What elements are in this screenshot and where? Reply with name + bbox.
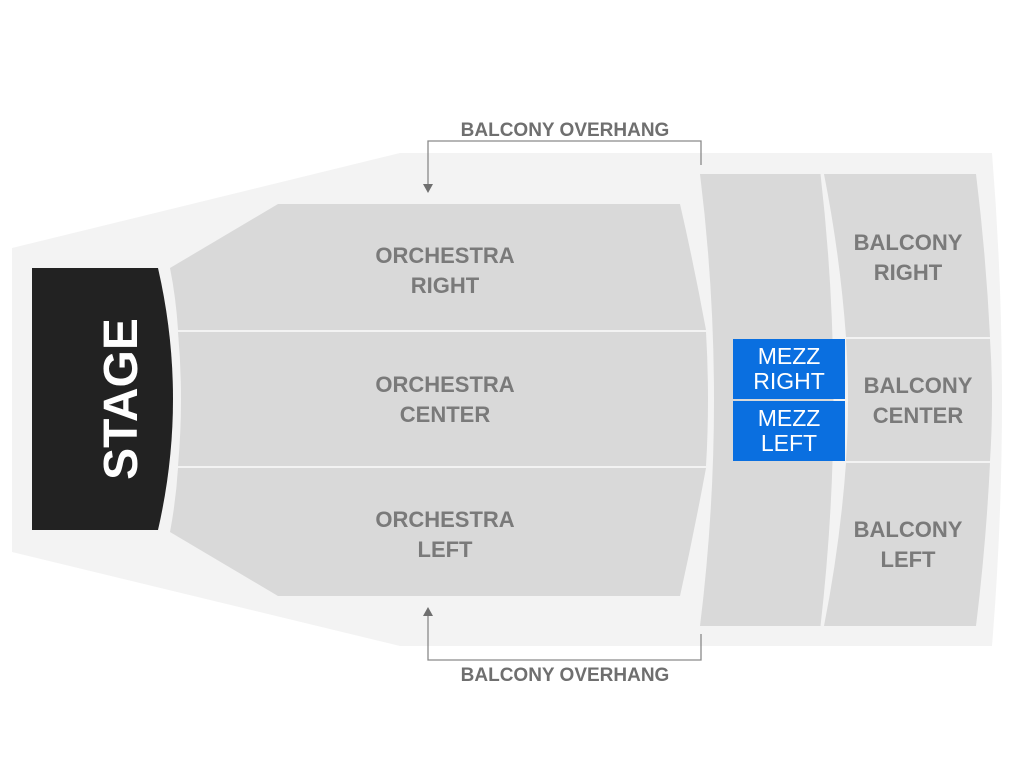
section-orchestra-right-label-1: ORCHESTRA [375, 243, 514, 268]
stage: STAGE [32, 268, 173, 530]
section-orchestra-center-shape[interactable] [178, 332, 708, 466]
section-balcony-center[interactable]: BALCONY CENTER [846, 339, 992, 461]
section-balcony-left-label-1: BALCONY [854, 517, 963, 542]
balcony-overhang-top: BALCONY OVERHANG [423, 120, 702, 193]
section-balcony-left[interactable]: BALCONY LEFT [824, 463, 990, 626]
section-balcony-center-shape[interactable] [846, 339, 992, 461]
section-mezz-left-shape[interactable] [733, 401, 845, 461]
balcony-overhang-top-bracket [427, 140, 702, 186]
section-orchestra-left-label-2: LEFT [418, 537, 474, 562]
section-mezz-left-label-2: LEFT [761, 430, 817, 456]
section-balcony-right-label-2: RIGHT [874, 260, 943, 285]
balcony-overhang-top-label: BALCONY OVERHANG [461, 120, 670, 141]
section-mezz-right-shape[interactable] [733, 339, 845, 399]
section-balcony-center-label-1: BALCONY [864, 373, 973, 398]
section-mezz-right-label-1: MEZZ [758, 343, 821, 369]
section-mezz-left-label-1: MEZZ [758, 405, 821, 431]
arrow-down-icon [423, 184, 433, 193]
section-orchestra-center-label-1: ORCHESTRA [375, 372, 514, 397]
section-orchestra-right[interactable]: ORCHESTRA RIGHT [170, 204, 706, 330]
section-mezz-right[interactable]: MEZZ RIGHT [733, 339, 845, 399]
section-orchestra-right-shape[interactable] [170, 204, 706, 330]
section-orchestra-left-label-1: ORCHESTRA [375, 507, 514, 532]
section-orchestra-left[interactable]: ORCHESTRA LEFT [170, 468, 706, 596]
section-orchestra-right-label-2: RIGHT [411, 273, 480, 298]
section-orchestra-left-shape[interactable] [170, 468, 706, 596]
section-balcony-right-shape[interactable] [824, 174, 990, 337]
section-balcony-right[interactable]: BALCONY RIGHT [824, 174, 990, 337]
section-balcony-center-label-2: CENTER [873, 403, 964, 428]
section-orchestra-center[interactable]: ORCHESTRA CENTER [178, 332, 708, 466]
balcony-overhang-bottom-label: BALCONY OVERHANG [461, 665, 670, 686]
section-balcony-left-shape[interactable] [824, 463, 990, 626]
arrow-up-icon [423, 607, 433, 616]
section-mezz-left[interactable]: MEZZ LEFT [733, 401, 845, 461]
stage-shape [32, 268, 173, 530]
section-orchestra-center-label-2: CENTER [400, 402, 491, 427]
mezzanine-band [700, 174, 835, 626]
section-balcony-left-label-2: LEFT [881, 547, 937, 572]
section-balcony-right-label-1: BALCONY [854, 230, 963, 255]
balcony-overhang-bottom-bracket [427, 614, 702, 661]
stage-label: STAGE [95, 318, 148, 480]
balcony-overhang-bottom: BALCONY OVERHANG [423, 607, 702, 686]
mezzanine-divider [820, 173, 837, 627]
section-mezz-right-label-2: RIGHT [753, 368, 825, 394]
